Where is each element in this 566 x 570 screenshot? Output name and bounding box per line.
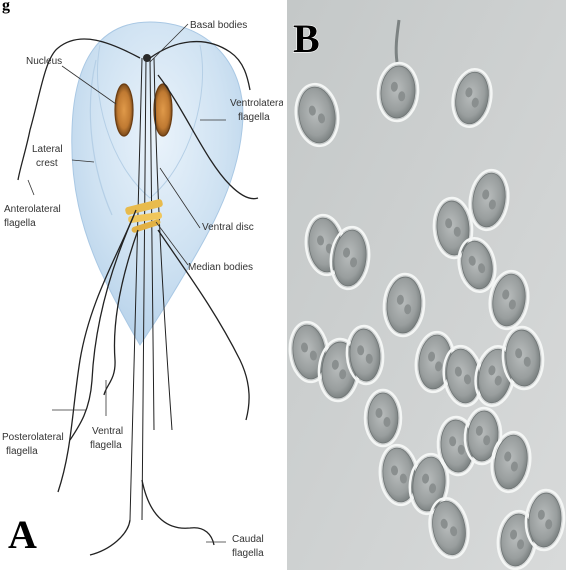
left-nucleus [115, 84, 133, 136]
label-ventrolateral-1: Ventrolateral [230, 98, 283, 109]
label-caudal-1: Caudal [232, 534, 264, 545]
label-ventrolateral-2: flagella [238, 112, 270, 123]
trophozoite-diagram: g [0, 0, 283, 570]
label-median-bodies: Median bodies [188, 262, 253, 273]
label-ventral-2: flagella [90, 440, 122, 451]
label-ventral-disc: Ventral disc [202, 222, 254, 233]
label-lateral-crest-1: Lateral [32, 144, 63, 155]
basal-bodies [143, 54, 151, 62]
label-basal-bodies: Basal bodies [190, 20, 247, 31]
label-lateral-crest-2: crest [36, 158, 58, 169]
label-ventral-1: Ventral [92, 426, 123, 437]
label-anterolateral-2: flagella [4, 218, 36, 229]
label-caudal-2: flagella [232, 548, 264, 559]
panel-a-letter: A [8, 512, 37, 557]
panel-b-letter: B [293, 16, 320, 61]
label-nucleus: Nucleus [26, 56, 62, 67]
panel-a-diagram: g [0, 0, 283, 570]
label-posterolateral-2: flagella [6, 446, 38, 457]
label-posterolateral-1: Posterolateral [2, 432, 64, 443]
cyst-micrograph: B [287, 0, 566, 570]
panel-b-micrograph: B [287, 0, 566, 570]
figure-header-char: g [2, 0, 10, 14]
cyst [365, 390, 401, 446]
label-anterolateral-1: Anterolateral [4, 204, 61, 215]
